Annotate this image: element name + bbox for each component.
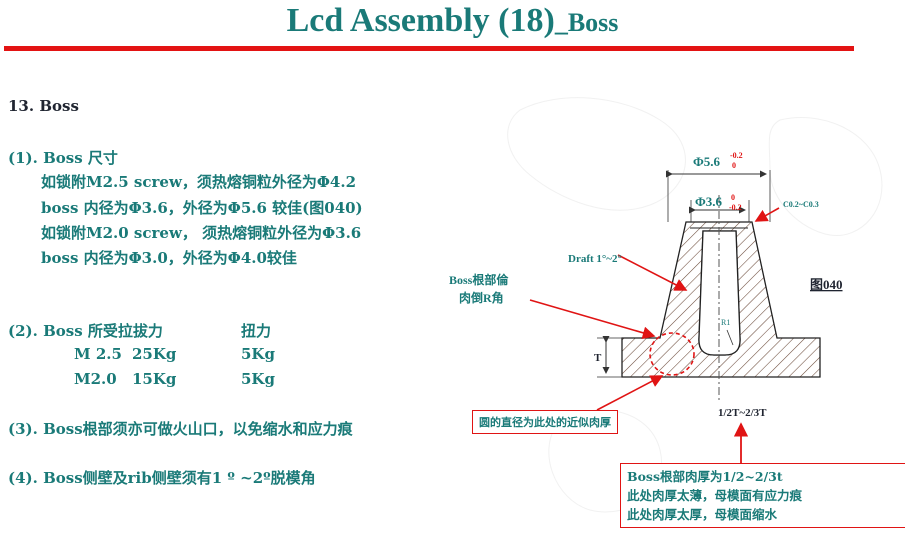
item3-text: (3). Boss根部须亦可做火山口，以免缩水和应力痕	[8, 420, 353, 438]
radius-label: R1	[721, 318, 730, 327]
root-thickness-circle	[649, 332, 695, 376]
item1-line: 如锁附M2.0 screw， 须热熔铜粒外径为Φ3.6	[41, 224, 362, 242]
outer-tol-upper: -0.2	[730, 151, 743, 160]
row-pull: 15Kg	[132, 370, 177, 388]
inner-dia-label: Φ3.6	[695, 194, 723, 209]
row-screw: M2.0	[74, 370, 117, 388]
item4-text: (4). Boss侧壁及rib侧壁须有1 º ~2º脱模角	[8, 469, 316, 487]
figure-label: 图040	[810, 277, 843, 292]
thickness-note-box: Boss根部肉厚为1/2~2/3t 此处肉厚太薄，母模面有应力痕 此处肉厚太厚，…	[620, 463, 905, 528]
thickness-label: T	[594, 352, 602, 364]
item1-heading: (1). Boss 尺寸	[8, 149, 118, 167]
item1-line: boss 内径为Φ3.6，外径为Φ5.6 较佳(图040)	[41, 199, 363, 217]
outer-dia-label: Φ5.6	[693, 154, 721, 169]
circle-note-box: 圆的直径为此处的近似肉厚	[472, 410, 618, 434]
title-underline	[4, 46, 854, 51]
item1-line: boss 内径为Φ3.0，外径为Φ4.0较佳	[41, 249, 297, 267]
item2-heading: (2). Boss 所受拉拔力	[8, 322, 163, 340]
chamfer-label: C0.2~C0.3	[783, 200, 819, 209]
thickness-note-line: Boss根部肉厚为1/2~2/3t	[627, 469, 783, 484]
draft-label: Draft 1°~2°	[568, 253, 622, 265]
section-heading: 13. Boss	[8, 97, 79, 115]
ratio-label: 1/2T~2/3T	[718, 407, 767, 419]
inner-tol-lower: -0.2	[729, 203, 742, 212]
torque-header: 扭力	[241, 322, 272, 340]
root-radius-note: 肉倒R角	[459, 290, 504, 305]
page-title: Lcd Assembly (18)_Boss	[0, 2, 905, 40]
item1-line: 如锁附M2.5 screw，须热熔铜粒外径为Φ4.2	[41, 173, 357, 191]
title-subtitle: _Boss	[554, 8, 619, 37]
circle-note: 圆的直径为此处的近似肉厚	[479, 416, 611, 429]
root-radius-note: Boss根部倫	[449, 272, 509, 287]
title-main: Lcd Assembly (18)	[286, 2, 555, 39]
row-pull: 25Kg	[132, 345, 177, 363]
outer-tol-lower: 0	[732, 161, 736, 170]
row-torque: 5Kg	[241, 370, 275, 388]
thickness-note-line: 此处肉厚太薄，母模面有应力痕	[627, 488, 803, 503]
inner-tol-upper: 0	[731, 193, 735, 202]
row-torque: 5Kg	[241, 345, 275, 363]
row-screw: M 2.5	[74, 345, 122, 363]
thickness-note-line: 此处肉厚太厚，母模面缩水	[627, 507, 778, 522]
